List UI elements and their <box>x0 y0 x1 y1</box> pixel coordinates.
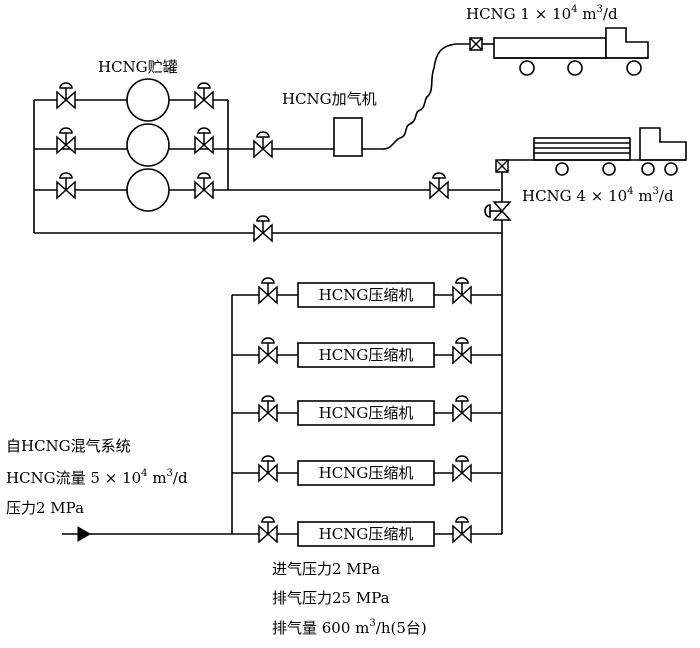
source-line-1: 自HCNG混气系统 <box>6 437 131 455</box>
connector-icon <box>495 159 509 173</box>
compressor-row: HCNG压缩机 <box>232 516 502 547</box>
wheel-icon <box>602 162 616 176</box>
tank-valve <box>56 82 76 109</box>
wheel-icon <box>626 60 642 76</box>
tank-valve <box>194 172 214 199</box>
compressor-row: HCNG压缩机 <box>232 337 502 368</box>
compressor-inlet-valve <box>258 395 278 422</box>
compressor-inlet-valve <box>258 516 278 543</box>
compressor-label: HCNG压缩机 <box>319 464 414 482</box>
storage-tank-3 <box>126 168 170 212</box>
compressor-label: HCNG压缩机 <box>319 286 414 304</box>
compressor-outlet-valve <box>452 337 472 364</box>
compressor-label: HCNG压缩机 <box>319 346 414 364</box>
spec-inlet-pressure: 进气压力2 MPa <box>272 560 380 578</box>
compressor-outlet-valve <box>452 516 472 543</box>
connector-icon <box>469 37 483 51</box>
wheel-icon <box>664 162 678 176</box>
compressor-bank: HCNG压缩机 HCNG压缩机 HCNG压缩机 HCNG压缩机 HCNG压缩机 <box>231 277 502 547</box>
line-valve <box>429 172 449 199</box>
tank-valve <box>194 82 214 109</box>
compressor-outlet-valve <box>452 277 472 304</box>
compressor-label: HCNG压缩机 <box>319 404 414 422</box>
compressor-box <box>297 521 435 547</box>
compressor-inlet-valve <box>258 455 278 482</box>
tank-valve <box>56 172 76 199</box>
compressor-box <box>297 460 435 486</box>
tank-title: HCNG贮罐 <box>98 58 178 76</box>
storage-tank-2 <box>126 123 170 167</box>
compressor-outlet-valve <box>452 395 472 422</box>
spec-flow: 排气量 600 m3/h(5台) <box>272 618 427 637</box>
compressor-box <box>297 282 435 308</box>
compressor-specs: 进气压力2 MPa 排气压力25 MPa 排气量 600 m3/h(5台) <box>272 560 427 637</box>
wheel-icon <box>519 60 535 76</box>
flow-arrow-icon <box>77 526 91 542</box>
compressor-label: HCNG压缩机 <box>319 525 414 543</box>
compressor-box <box>297 342 435 368</box>
compressor-outlet-valve <box>452 455 472 482</box>
storage-tank-1 <box>126 78 170 122</box>
dispenser-label: HCNG加气机 <box>282 90 377 108</box>
dispenser-box <box>333 117 363 157</box>
compressor-row: HCNG压缩机 <box>232 277 502 308</box>
source-line-3: 压力2 MPa <box>6 499 84 517</box>
source-section: 自HCNG混气系统 HCNG流量 5 × 104 m3/d 压力2 MPa <box>6 437 232 542</box>
truck-top: HCNG 1 × 104 m3/d <box>466 4 649 76</box>
compressor-inlet-valve <box>258 277 278 304</box>
compressor-row: HCNG压缩机 <box>232 395 502 426</box>
compressor-row: HCNG压缩机 <box>232 455 502 486</box>
wheel-icon <box>567 60 583 76</box>
truck-top-label: HCNG 1 × 104 m3/d <box>466 4 618 23</box>
wheel-icon <box>641 162 655 176</box>
bypass-valve <box>253 215 273 242</box>
spec-outlet-pressure: 排气压力25 MPa <box>272 589 390 607</box>
dispenser-hose <box>381 43 470 150</box>
dispenser-valve <box>253 131 273 158</box>
wheel-icon <box>555 162 569 176</box>
dispenser-section: HCNG加气机 <box>228 43 470 158</box>
truck-right-label: HCNG 4 × 104 m3/d <box>522 186 674 205</box>
source-line-2: HCNG流量 5 × 104 m3/d <box>6 468 188 487</box>
compressor-box <box>297 400 435 426</box>
truck-right: HCNG 4 × 104 m3/d <box>484 127 687 534</box>
compressor-inlet-valve <box>258 337 278 364</box>
